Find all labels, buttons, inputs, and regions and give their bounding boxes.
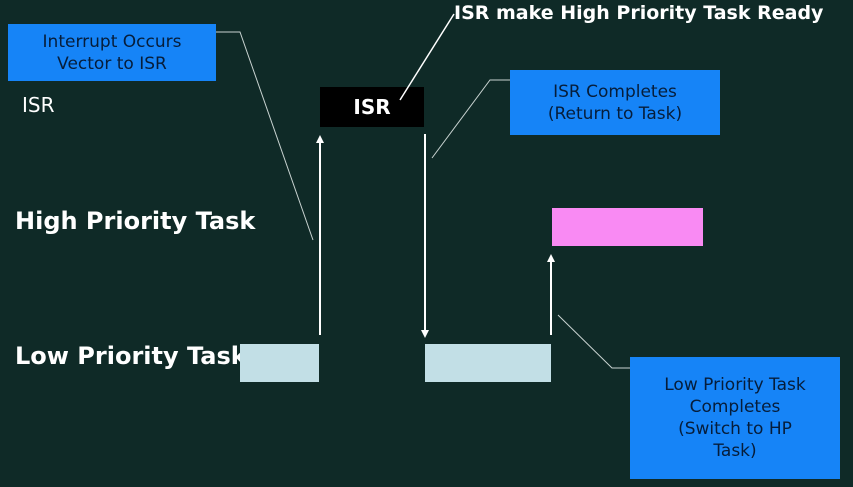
isr-complete-leader-line: [431, 79, 510, 159]
low-task-complete-callout: Low Priority Task Completes (Switch to H…: [630, 357, 840, 479]
low-task-complete-callout-text: Low Priority Task Completes (Switch to H…: [664, 375, 806, 461]
high-priority-task-block: [552, 208, 703, 246]
isr-block-label: ISR: [353, 95, 391, 119]
isr-row-label: ISR: [22, 93, 55, 117]
isr-complete-callout-text: ISR Completes (Return to Task): [547, 81, 683, 124]
isr-complete-callout: ISR Completes (Return to Task): [510, 70, 720, 135]
high-priority-row-label: High Priority Task: [15, 207, 256, 235]
interrupt-leader-line: [216, 31, 314, 241]
isr-execution-block: ISR: [320, 87, 424, 127]
low-priority-row-label: Low Priority Task: [15, 342, 247, 370]
isr-ready-leader-line: [399, 13, 455, 101]
interrupt-callout-text: Interrupt Occurs Vector to ISR: [42, 31, 182, 74]
low-priority-task-block-2: [425, 344, 551, 382]
interrupt-callout: Interrupt Occurs Vector to ISR: [8, 24, 216, 81]
isr-ready-note: ISR make High Priority Task Ready: [454, 2, 824, 24]
low-complete-leader-line: [557, 314, 630, 369]
low-priority-task-block-1: [240, 344, 319, 382]
